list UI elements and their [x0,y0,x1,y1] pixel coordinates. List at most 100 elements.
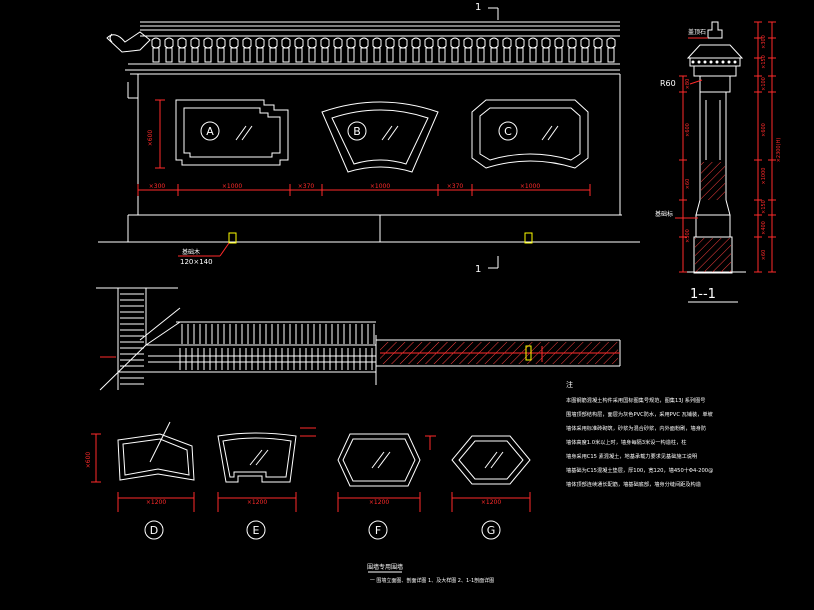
section-dim-l2: ×600 [685,123,691,137]
section-ornaments [691,60,737,64]
panel-letter-c: C [504,125,512,138]
panel-letter-markers [200,121,518,141]
section-dim-r8: ×60 [761,250,767,261]
note-line-7: 墙体顶部连续通长配筋，墙基础底部，墙身分缝间距及构造 [566,480,702,488]
note-line-4: 墙体高度1.0米以上时，墙身每隔3米设一构造柱，柱 [566,438,687,446]
shape-details [117,421,531,487]
shape-dim-d: ×1200 [146,499,166,506]
tile-baluster [476,37,486,63]
section-dim-r7: ×400 [761,221,767,235]
section-dim-r5: ×1000 [761,168,767,185]
tile-baluster [463,37,473,63]
tile-baluster [567,37,577,63]
tile-baluster [411,37,421,63]
panel-c [471,99,589,169]
panel-a [175,99,289,166]
tile-baluster [606,37,616,63]
shape-dimensions [91,427,531,512]
shape-height: ×600 [85,452,92,469]
shape-letter-markers [144,520,501,540]
section-label-cap: 盖顶石 [688,28,706,36]
shape-letter-f: F [375,524,381,537]
tile-baluster [372,37,382,63]
tile-baluster [502,37,512,63]
post-label: 基础木 [182,248,200,256]
section-dim-r2: ×150 [761,55,767,69]
tile-baluster [203,37,213,63]
tile-baluster [385,37,395,63]
tile-baluster [281,37,291,63]
tile-baluster [580,37,590,63]
section-dim-r6: ×150 [761,200,767,214]
tile-baluster [450,37,460,63]
elev-dim-5: ×370 [447,183,464,190]
section-dim-lines [682,22,773,272]
section-hatch-lower [695,238,731,272]
footer-title: 围墙专用围墙 [367,563,403,571]
elev-dim-2: ×1000 [222,183,242,190]
elev-panel-height: ×600 [147,130,154,147]
tile-baluster [359,37,369,63]
tile-baluster [424,37,434,63]
section-dim-l3: ×60 [685,179,691,190]
shape-dim-e: ×1200 [247,499,267,506]
note-line-6: 墙基础为C15混凝土垫层，厚100，宽120，墙450十Φ4-200@ [566,466,713,474]
tile-baluster [346,37,356,63]
shape-dim-g: ×1200 [481,499,501,506]
post-size: 120×140 [180,258,213,266]
section-label-base: 基础标 [655,210,673,218]
tile-baluster [554,37,564,63]
tile-baluster [151,37,161,63]
note-line-1: 本图钢筋混凝土构件采用国标图集号规范，图集13J 系列图号 [566,396,705,404]
tile-baluster [229,37,239,63]
shape-letter-d: D [150,524,158,537]
tile-baluster [489,37,499,63]
section-detail [680,21,746,274]
section-dim-r1: ×300 [761,35,767,49]
tile-baluster [177,37,187,63]
section-dim-ticks [679,21,776,273]
section-mark-bottom: 1 [475,264,481,275]
tile-baluster [294,37,304,63]
notes-list: 本图钢筋混凝土构件采用国标图集号规范，图集13J 系列图号 围墙顶部结构层，面层… [566,396,713,488]
tile-baluster [398,37,408,63]
note-line-3: 墙体采用标准砖砌筑，砂浆为混合砂浆，内外面粉刷，墙身防 [566,424,706,432]
elevation-dimension [137,99,591,196]
panel-b [321,101,439,173]
tile-baluster [593,37,603,63]
section-dim-l4: ×500 [685,229,691,243]
tile-baluster [190,37,200,63]
plan-view [96,287,621,391]
tile-baluster [320,37,330,63]
elev-dim-3: ×370 [298,183,315,190]
note-line-5: 墙身采用C15 素混凝土，地基承载力要求见基础施工说明 [566,452,697,460]
tile-baluster [164,37,174,63]
plan-brick-band [148,324,376,370]
notes-heading: 注 [566,380,573,389]
elev-dim-4: ×1000 [370,183,390,190]
section-dim-l1: ×80 [685,79,691,90]
section-cut-marks [488,7,499,269]
footer-subtitle: 一 围墙立面图、剖面详图 1、及大样图 2、1-1剖面详图 [370,577,494,584]
tile-baluster [255,37,265,63]
tile-baluster [541,37,551,63]
note-line-2: 围墙顶部结构层，面层为灰色PVC防水，采用PVC 瓦铺装，单坡 [566,410,713,418]
elev-dim-1: ×300 [149,183,166,190]
panel-letter-b: B [353,125,361,138]
tile-baluster [268,37,278,63]
shape-letter-e: E [253,524,260,537]
tile-baluster [437,37,447,63]
wall-elevation [98,21,640,244]
plan-brick-left [120,293,144,385]
section-mark-top: 1 [475,2,481,13]
section-dim-r4: ×600 [761,123,767,137]
post-leader [178,242,230,257]
tile-baluster [216,37,226,63]
section-title: 1--1 [690,287,716,302]
elev-dim-6: ×1000 [520,183,540,190]
section-dim-r3: ×100 [761,77,767,91]
tile-baluster [242,37,252,63]
shape-dim-f: ×1200 [369,499,389,506]
section-hatch-upper [701,162,725,200]
